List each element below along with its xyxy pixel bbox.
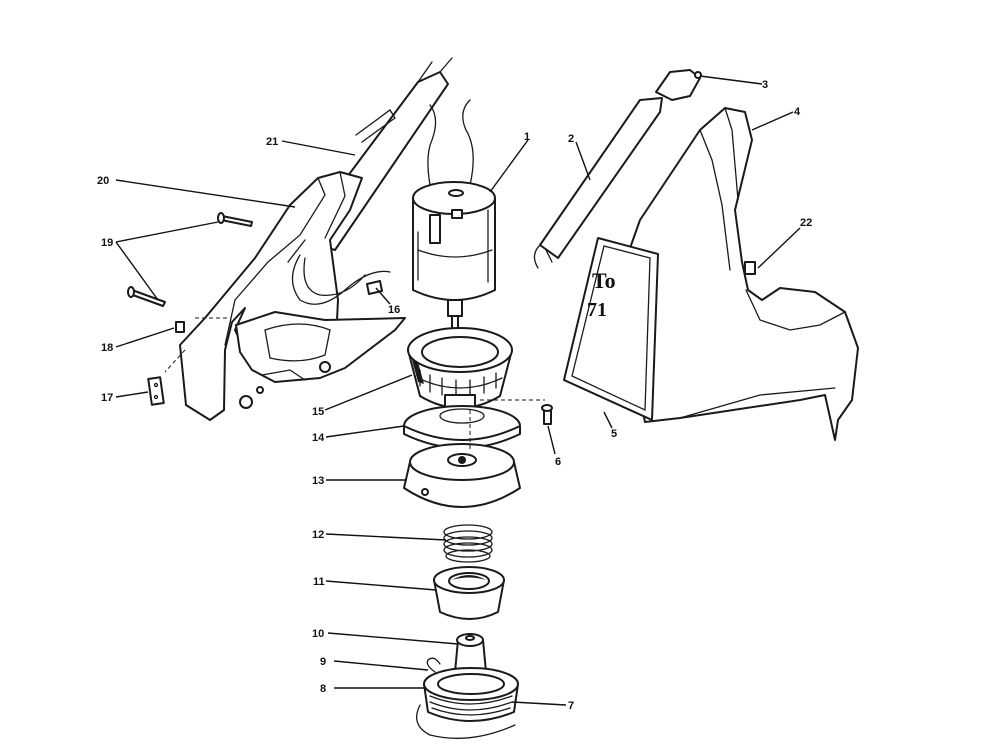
leader-lines xyxy=(115,75,801,706)
callout-21: 21 xyxy=(266,136,278,148)
left-housing-half xyxy=(179,57,453,421)
alignment-lines xyxy=(164,317,545,450)
motor xyxy=(412,99,496,341)
callout-3: 3 xyxy=(762,79,768,91)
callout-20: 20 xyxy=(97,175,109,187)
callout-5: 5 xyxy=(611,428,617,440)
callout-19: 19 xyxy=(101,237,113,249)
callout-16: 16 xyxy=(388,304,400,316)
decal-label: To 71 xyxy=(563,237,659,421)
hub xyxy=(407,327,513,413)
spring xyxy=(443,524,493,563)
callout-13: 13 xyxy=(312,475,324,487)
callout-1: 1 xyxy=(524,131,530,143)
callout-11: 11 xyxy=(313,576,325,588)
callout-7: 7 xyxy=(568,700,574,712)
callout-9: 9 xyxy=(320,656,326,668)
callout-2: 2 xyxy=(568,133,574,145)
decal-text-top: To xyxy=(592,268,616,293)
callout-14: 14 xyxy=(312,432,325,444)
callout-18: 18 xyxy=(101,342,113,354)
callout-15: 15 xyxy=(312,406,324,418)
spool-cap xyxy=(433,566,505,620)
callout-10: 10 xyxy=(312,628,324,640)
callout-22: 22 xyxy=(800,217,812,229)
right-housing-half xyxy=(533,69,859,441)
callout-8: 8 xyxy=(320,683,326,695)
callout-6: 6 xyxy=(555,456,561,468)
spool-assembly xyxy=(416,657,519,739)
spool-housing xyxy=(403,443,521,508)
callout-17: 17 xyxy=(101,392,113,404)
screws xyxy=(127,212,553,425)
flange xyxy=(403,405,521,449)
decal-text-bottom: 71 xyxy=(587,299,607,321)
callout-12: 12 xyxy=(312,529,324,541)
callout-4: 4 xyxy=(794,106,801,118)
callout-labels: 1 2 3 4 5 6 7 8 9 10 11 12 13 14 15 16 1… xyxy=(97,79,812,712)
